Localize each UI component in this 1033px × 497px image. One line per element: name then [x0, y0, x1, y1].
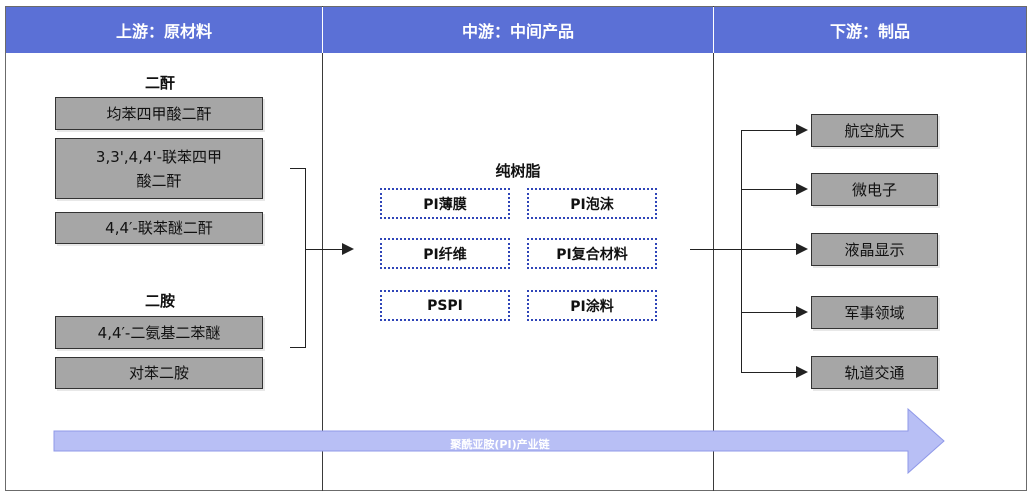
connector-line — [690, 249, 742, 250]
arrowhead-icon — [796, 243, 808, 255]
application-box: 轨道交通 — [811, 356, 938, 389]
product-box: PI复合材料 — [527, 238, 657, 269]
header-downstream: 下游：制品 — [714, 7, 1026, 53]
arrowhead-icon — [796, 183, 808, 195]
application-box: 液晶显示 — [811, 233, 938, 266]
header-midstream: 中游：中间产品 — [323, 7, 713, 53]
branch-line — [741, 372, 797, 373]
branch-line — [741, 130, 797, 131]
diamine-title: 二胺 — [144, 292, 175, 310]
material-box-line: 酸二酐 — [136, 171, 182, 190]
branch-line — [741, 249, 797, 250]
product-box: PI泡沫 — [527, 188, 657, 219]
product-box: PI薄膜 — [380, 188, 510, 219]
arrowhead-icon — [796, 306, 808, 318]
arrowhead-icon — [342, 243, 354, 255]
arrowhead-icon — [796, 124, 808, 136]
column-divider-left — [322, 6, 323, 491]
product-box: PI涂料 — [527, 290, 657, 321]
chain-label: 聚酰亚胺(PI)产业链 — [450, 438, 550, 451]
material-box-line: 3,3',4,4'-联苯四甲 — [95, 147, 223, 166]
application-box: 航空航天 — [811, 114, 938, 147]
bracket-top — [290, 168, 306, 169]
material-box: 3,3',4,4'-联苯四甲 酸二酐 — [55, 138, 263, 199]
application-box: 军事领域 — [811, 296, 938, 329]
header-separator — [322, 7, 323, 53]
column-divider-right — [713, 6, 714, 491]
material-box: 4,4′-联苯醚二酐 — [55, 212, 263, 244]
connector-vertical — [741, 130, 742, 372]
product-box: PSPI — [380, 290, 510, 321]
material-box: 4,4′-二氨基二苯醚 — [55, 316, 263, 349]
arrow-line — [306, 249, 344, 250]
branch-line — [741, 189, 797, 190]
dianhydride-title: 二酐 — [144, 74, 175, 92]
bracket-vertical — [305, 168, 306, 348]
application-box: 微电子 — [811, 173, 938, 206]
diagram-frame — [5, 6, 1027, 491]
pure-resin-title: 纯树脂 — [495, 162, 541, 180]
material-box: 对苯二胺 — [55, 357, 263, 389]
chain-arrow-shape — [53, 407, 945, 475]
material-box: 均苯四甲酸二酐 — [55, 97, 263, 130]
header-separator — [713, 7, 714, 53]
branch-line — [741, 312, 797, 313]
header-upstream: 上游：原材料 — [6, 7, 322, 53]
product-box: PI纤维 — [380, 238, 510, 269]
bracket-bottom — [290, 347, 306, 348]
arrowhead-icon — [796, 366, 808, 378]
